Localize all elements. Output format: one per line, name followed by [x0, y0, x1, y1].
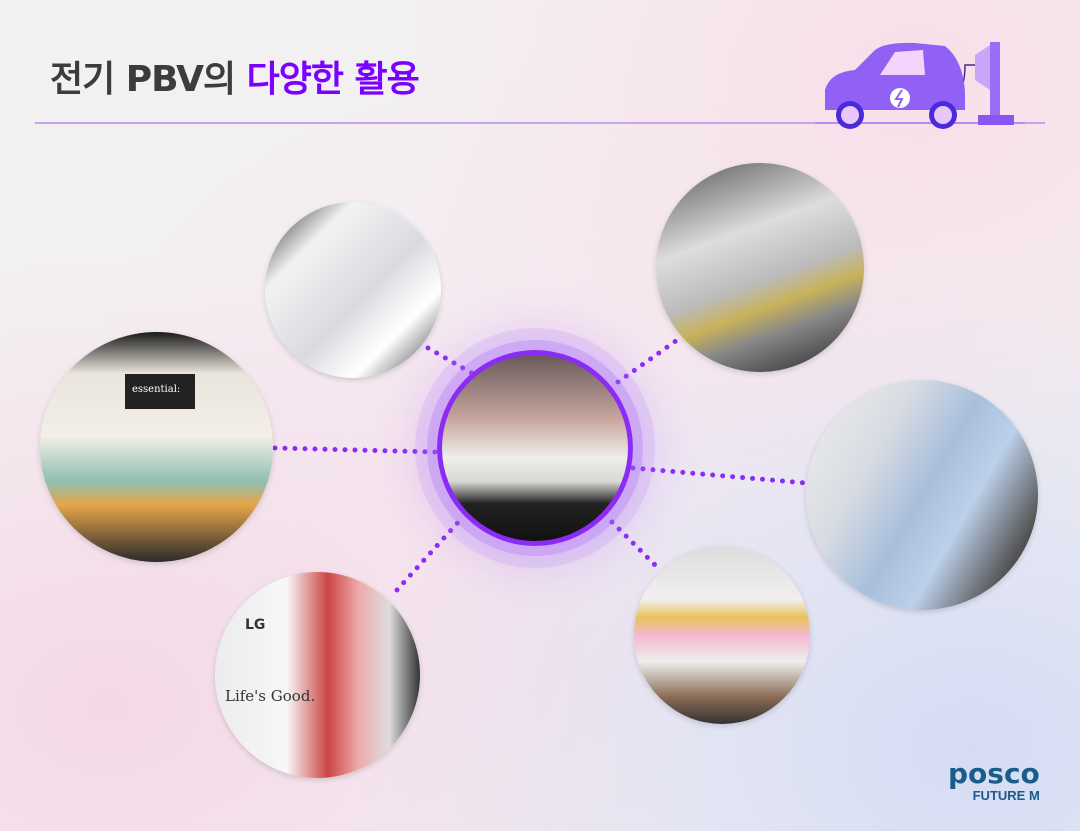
photo-cargo-van-interior [265, 202, 441, 378]
photo-lounge-van [634, 546, 810, 724]
connector-top-left [425, 345, 478, 378]
title-divider [35, 122, 1045, 124]
electric-car-charging-icon [815, 42, 1025, 129]
posco-future-m-logo: posco FUTURE M [948, 757, 1040, 804]
connector-bottom-left [394, 515, 465, 593]
photo-screen-text: essential: [132, 384, 181, 395]
photo-delivery-boxes [806, 380, 1038, 610]
photo-pbv-center [437, 350, 633, 546]
page-title: 전기 PBV의 다양한 활용 [50, 50, 420, 102]
connector-left [272, 445, 440, 455]
photo-kitchen-van: essential: [40, 332, 273, 562]
photo-lg-cabin-van: LG Life's Good. [215, 572, 420, 778]
photo-lg-brand: LG [245, 617, 266, 633]
photo-lg-slogan: Life's Good. [225, 687, 316, 705]
connector-top-right [615, 335, 683, 385]
logo-brand: posco [948, 757, 1040, 790]
title-main: 전기 PBV의 [50, 59, 247, 100]
photo-wheelchair-ramp [656, 163, 864, 372]
logo-sub: FUTURE M [972, 788, 1040, 803]
connector-bottom-right [609, 519, 663, 573]
connector-right [630, 465, 808, 486]
title-accent: 다양한 활용 [246, 59, 420, 100]
